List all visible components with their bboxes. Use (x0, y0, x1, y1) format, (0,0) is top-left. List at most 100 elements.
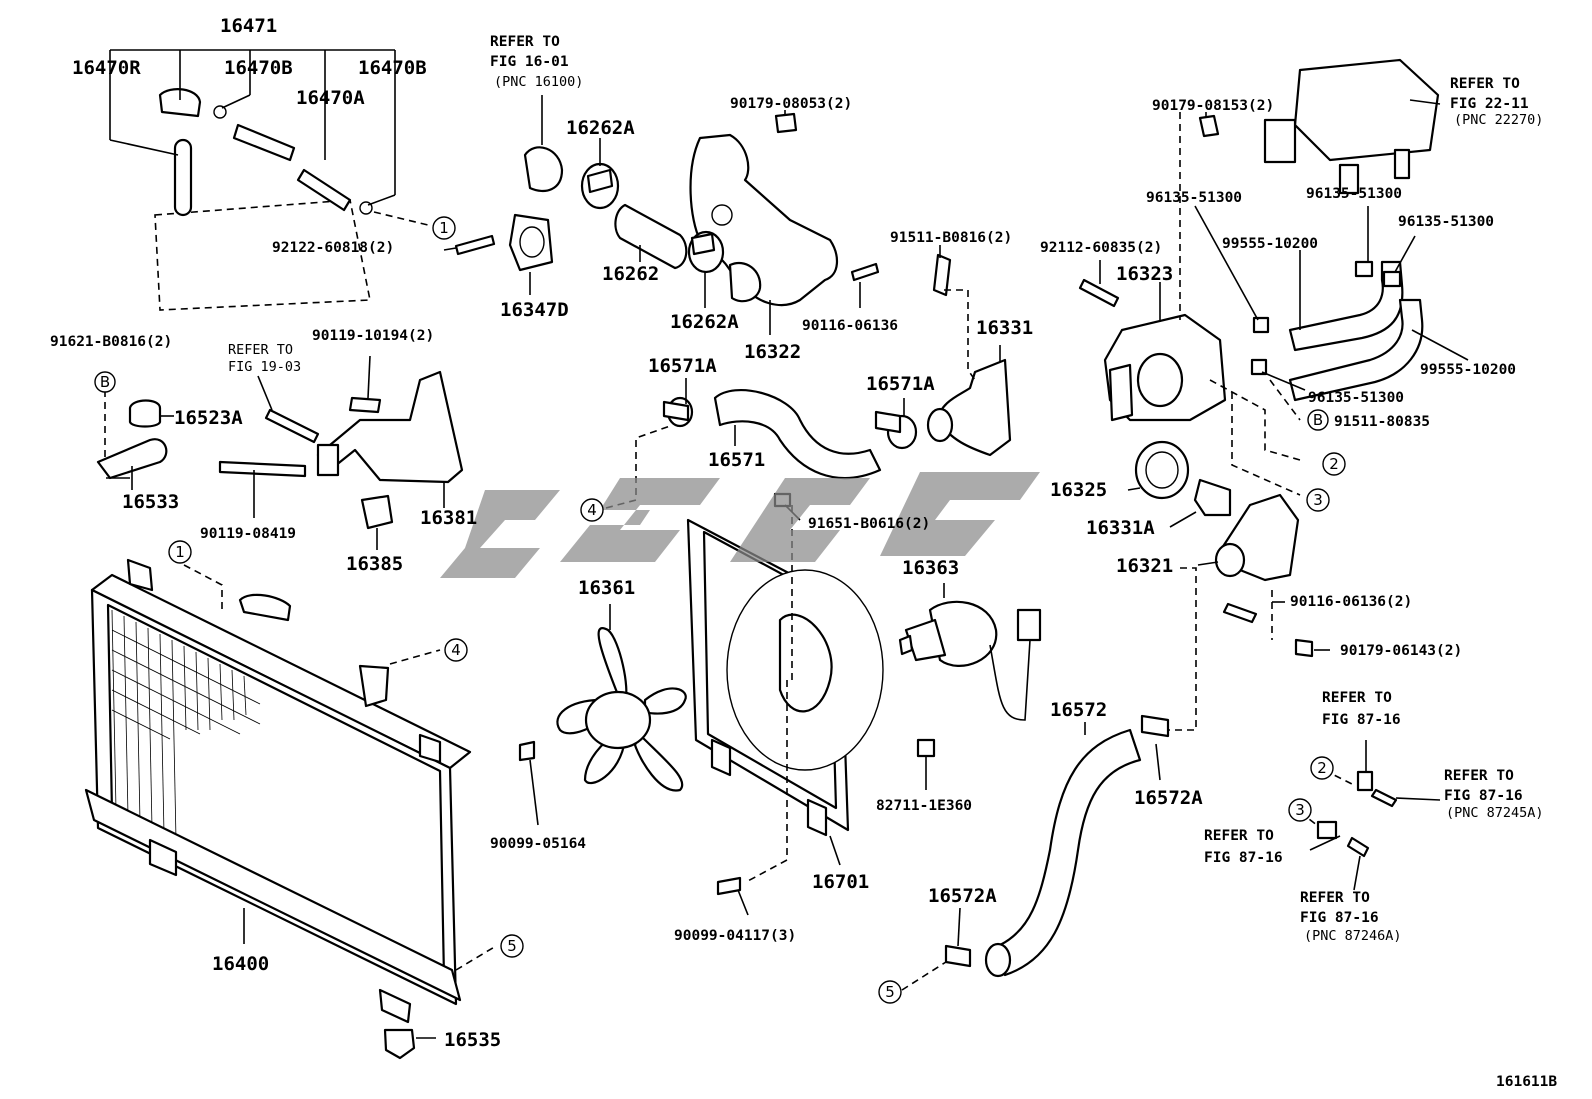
hardware-labels: 90179-08053(2) 90179-08153(2) 92122-6081… (50, 96, 1516, 944)
callout-b1-text: B (100, 373, 110, 391)
water-outlet-16331[interactable] (926, 358, 1012, 457)
label-16262a-1: 16262A (566, 117, 635, 139)
label-90116-06136-2: 90116-06136(2) (1290, 594, 1412, 610)
gasket-16347d[interactable] (508, 213, 554, 272)
label-92112-60835: 92112-60835(2) (1040, 240, 1162, 256)
callout-5a-text: 5 (507, 937, 517, 955)
label-16347d: 16347D (500, 299, 569, 321)
label-90119-10194: 90119-10194(2) (312, 328, 434, 344)
radiator-16400[interactable] (84, 558, 472, 1024)
refer-19-03-line1: REFER TO (228, 342, 293, 358)
fan-motor-16363[interactable] (898, 600, 1042, 721)
label-16361: 16361 (578, 577, 635, 599)
callout-4a-text: 4 (451, 641, 461, 659)
label-16381: 16381 (420, 507, 477, 529)
figure-code: 161611B (1496, 1074, 1557, 1090)
refer-87-16-d-line3: (PNC 87246A) (1304, 928, 1402, 944)
callout-3b-text: 3 (1295, 801, 1305, 819)
label-90116-06136-1: 90116-06136 (802, 318, 898, 334)
label-82711-1e360: 82711-1E360 (876, 798, 972, 814)
thermostat-gasket-16325[interactable] (1134, 440, 1190, 500)
refer-87-16-d-line1: REFER TO (1300, 890, 1370, 906)
refer-19-03-line2: FIG 19-03 (228, 359, 301, 375)
label-91511-80835: 91511-80835 (1334, 414, 1430, 430)
refer-fig-87-16-d: REFER TO FIG 87-16 (PNC 87246A) (1300, 890, 1402, 944)
label-99555-10200-2: 99555-10200 (1420, 362, 1516, 378)
dashed-lines (104, 112, 1353, 991)
label-90099-04117: 90099-04117(3) (674, 928, 796, 944)
label-90179-08153: 90179-08153(2) (1152, 98, 1274, 114)
cushion-16523a[interactable] (128, 399, 162, 428)
label-90099-05164: 90099-05164 (490, 836, 586, 852)
bracket-16381[interactable] (316, 370, 464, 484)
label-91621-b0816: 91621-B0816(2) (50, 334, 172, 350)
refer-fig-22-11: REFER TO FIG 22-11 (PNC 22270) (1450, 76, 1543, 128)
label-96135-51300-3: 96135-51300 (1398, 214, 1494, 230)
label-16400: 16400 (212, 953, 269, 975)
label-90179-06143: 90179-06143(2) (1340, 643, 1462, 659)
refer-22-11-line2: FIG 22-11 (1450, 96, 1529, 112)
callout-3a: 3 (1306, 488, 1330, 512)
drain-cock-16535[interactable] (383, 1028, 416, 1060)
label-16262a-2: 16262A (670, 311, 739, 333)
label-91651-b0616: 91651-B0616(2) (808, 516, 930, 532)
refer-fig-87-16-a: REFER TO FIG 87-16 (1322, 690, 1401, 728)
refer-fig-87-16-b: REFER TO FIG 87-16 (PNC 87245A) (1444, 768, 1544, 821)
label-16322: 16322 (744, 341, 801, 363)
callout-5b-text: 5 (885, 983, 895, 1001)
refer-16-01-line1: REFER TO (490, 34, 560, 50)
support-16533[interactable] (96, 438, 168, 480)
callout-b2: B (1307, 409, 1329, 431)
label-16572: 16572 (1050, 699, 1107, 721)
refer-16-01-line2: FIG 16-01 (490, 54, 569, 70)
label-16572a-2: 16572A (928, 885, 997, 907)
label-90179-08053: 90179-08053(2) (730, 96, 852, 112)
cushion-16385[interactable] (360, 494, 394, 530)
hose-16571[interactable] (666, 389, 918, 480)
label-16325: 16325 (1050, 479, 1107, 501)
hose-16572[interactable] (984, 728, 1142, 978)
label-16572a-1: 16572A (1134, 787, 1203, 809)
label-16331: 16331 (976, 317, 1033, 339)
label-16533: 16533 (122, 491, 179, 513)
refer-87-16-b-line1: REFER TO (1444, 768, 1514, 784)
callout-1b: 1 (168, 540, 192, 564)
part-labels: 16471 16470R 16470B 16470B 16470A 16262A… (72, 15, 1203, 1051)
bolts (218, 112, 1402, 968)
label-16323: 16323 (1116, 263, 1173, 285)
label-16470b-2: 16470B (358, 57, 427, 79)
fan-shroud-16701[interactable] (686, 518, 884, 837)
vsv-22270[interactable] (1263, 58, 1440, 195)
label-96135-51300-2: 96135-51300 (1306, 186, 1402, 202)
refer-87-16-b-line2: FIG 87-16 (1444, 788, 1523, 804)
water-pump-housing-16323[interactable] (1103, 313, 1227, 422)
bypass-hoses-99555[interactable] (1288, 260, 1424, 402)
callout-3a-text: 3 (1313, 491, 1323, 509)
callout-1a-text: 1 (439, 219, 449, 237)
refer-fig-16-01: REFER TO FIG 16-01 (PNC 16100) (490, 34, 583, 90)
label-16363: 16363 (902, 557, 959, 579)
label-99555-10200-1: 99555-10200 (1222, 236, 1318, 252)
refer-87-16-a-line2: FIG 87-16 (1322, 712, 1401, 728)
label-16571: 16571 (708, 449, 765, 471)
callout-4a: 4 (444, 638, 468, 662)
thermostat-housing-16321[interactable] (1214, 493, 1300, 582)
fan-16361[interactable] (556, 627, 687, 792)
refer-22-11-line3: (PNC 22270) (1454, 112, 1543, 128)
label-16571a-1: 16571A (648, 355, 717, 377)
label-16523a: 16523A (174, 407, 243, 429)
refer-87-16-d-line2: FIG 87-16 (1300, 910, 1379, 926)
label-16321: 16321 (1116, 555, 1173, 577)
label-16701: 16701 (812, 871, 869, 893)
refer-22-11-line1: REFER TO (1450, 76, 1520, 92)
refer-16-01-line3: (PNC 16100) (494, 74, 583, 90)
callout-2a: 2 (1322, 452, 1346, 476)
reservoir-hoses-16470[interactable] (154, 88, 373, 311)
label-16385: 16385 (346, 553, 403, 575)
watermark-logo (440, 472, 1040, 578)
label-16331a: 16331A (1086, 517, 1155, 539)
refer-87-16-b-line3: (PNC 87245A) (1446, 805, 1544, 821)
water-temp-sensor-16331a[interactable] (1193, 478, 1232, 517)
water-inlet-16322[interactable] (689, 133, 838, 307)
